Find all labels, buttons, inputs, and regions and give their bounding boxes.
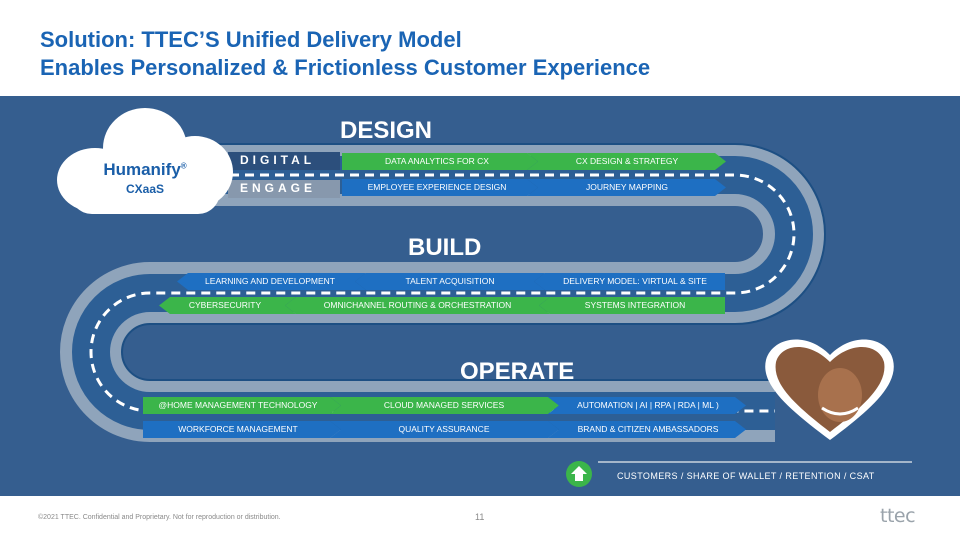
chevron-text: CYBERSECURITY (188, 300, 262, 310)
registered-mark: ® (180, 161, 187, 171)
face (818, 368, 862, 422)
operate-heading: OPERATE (460, 358, 575, 385)
outcomes-text: CUSTOMERS / SHARE OF WALLET / RETENTION … (617, 471, 875, 481)
chevron-text: SYSTEMS INTEGRATION (584, 300, 686, 310)
arrow-up-icon (566, 461, 592, 487)
digital-bar (228, 152, 340, 170)
chevron-text: @HOME MANAGEMENT TECHNOLOGY (158, 400, 318, 410)
footer-disclaimer: ©2021 TTEC. Confidential and Proprietary… (38, 514, 281, 521)
engage-bar (228, 180, 340, 198)
chevron-text: WORKFORCE MANAGEMENT (178, 424, 298, 434)
cloud-logo: Humanify® CXaaS (90, 160, 200, 196)
design-heading: DESIGN (340, 117, 433, 144)
cloud-shape (57, 108, 233, 214)
brand-name: Humanify (103, 160, 181, 179)
chevron-text: JOURNEY MAPPING (585, 182, 669, 192)
road-edge (121, 143, 826, 381)
product-name: CXaaS (125, 182, 165, 196)
heart-photo (765, 339, 894, 440)
chevron-text: DELIVERY MODEL: VIRTUAL & SITE (563, 276, 707, 286)
engage-label: ENGAGE (240, 181, 317, 195)
chevron-text: DATA ANALYTICS FOR CX (385, 156, 489, 166)
humanify-brand: Humanify® (90, 160, 200, 180)
chevron-text: CLOUD MANAGED SERVICES (383, 400, 505, 410)
chevron-text: QUALITY ASSURANCE (398, 424, 490, 434)
title-line-1: Solution: TTEC’S Unified Delivery Model (40, 27, 462, 52)
title-line-2: Enables Personalized & Frictionless Cust… (40, 55, 651, 80)
digital-label: DIGITAL (240, 153, 316, 167)
chevron-text: TALENT ACQUISITION (405, 276, 495, 286)
ttec-logo: ttec (880, 505, 916, 527)
chevron-text: EMPLOYEE EXPERIENCE DESIGN (367, 182, 507, 192)
chevron-text: BRAND & CITIZEN AMBASSADORS (577, 424, 719, 434)
build-heading: BUILD (408, 234, 482, 261)
chevron-text: LEARNING AND DEVELOPMENT (205, 276, 335, 286)
chevron-text: AUTOMATION | AI | RPA | RDA | ML ) (577, 400, 719, 410)
chevron-text: CX DESIGN & STRATEGY (575, 156, 679, 166)
page-number: 11 (475, 512, 485, 522)
road-center-line (89, 173, 796, 413)
slide-title: Solution: TTEC’S Unified Delivery Model … (40, 26, 650, 82)
chevron-text: OMNICHANNEL ROUTING & ORCHESTRATION (323, 300, 512, 310)
